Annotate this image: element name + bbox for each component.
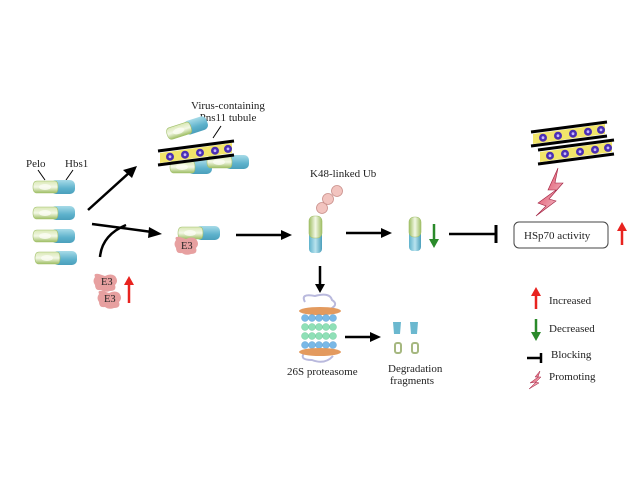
arrowhead xyxy=(123,166,137,178)
legend-increased-icon-head xyxy=(531,287,541,296)
tubule-pointer xyxy=(212,125,222,139)
promoting-lightning-icon xyxy=(535,167,564,217)
pelo-hbs1-complex xyxy=(177,225,221,241)
pelo-hbs1-complex xyxy=(32,228,76,244)
legend: Increased Decreased Blocking Promoting xyxy=(527,287,596,390)
legend-blocking-label: Blocking xyxy=(551,349,592,361)
legend-decreased-icon-head xyxy=(531,332,541,341)
pelo-hbs1-complex xyxy=(32,179,76,195)
arrowhead xyxy=(370,332,381,342)
ubiquitin xyxy=(316,202,328,214)
increased-arrow-head xyxy=(124,276,134,285)
pelo-hbs1-complex xyxy=(164,114,210,142)
legend-promoting-label: Promoting xyxy=(549,371,596,383)
pelo xyxy=(408,216,422,238)
k48-ub-label: K48-linked Ub xyxy=(310,168,377,180)
e3-label: E3 xyxy=(104,294,116,305)
hbs1-label: Hbs1 xyxy=(65,158,88,170)
proteasome-26s xyxy=(299,293,341,363)
tubule-label-line2: Pns11 tubule xyxy=(200,112,257,124)
increased-arrow-head xyxy=(617,222,627,231)
fragments-label-line2: fragments xyxy=(390,375,434,387)
legend-decreased-label: Decreased xyxy=(549,323,595,335)
arrowhead xyxy=(381,228,392,238)
e3-label: E3 xyxy=(181,241,193,252)
hsp70-label: HSp70 activity xyxy=(524,230,591,242)
e3-joining-curve xyxy=(98,223,127,258)
pelo-label: Pelo xyxy=(26,158,46,170)
legend-promoting-icon xyxy=(528,370,542,390)
ubiquitin xyxy=(322,193,334,205)
arrowhead xyxy=(148,227,162,238)
arrowhead xyxy=(315,284,325,293)
pelo-hbs1-complex xyxy=(34,250,78,266)
ubiquitin xyxy=(331,185,343,197)
degradation-fragments xyxy=(393,322,419,354)
decreased-arrow-head xyxy=(429,239,439,248)
legend-increased-label: Increased xyxy=(549,295,592,307)
tubule-label-line1: Virus-containing xyxy=(191,100,265,112)
hbs1-pointer xyxy=(65,169,74,181)
pelo xyxy=(308,215,323,239)
fragments-label-line1: Degradation xyxy=(388,363,443,375)
pelo-hbs1-complex xyxy=(32,205,76,221)
pelo-pointer xyxy=(37,169,46,181)
hsp70-box xyxy=(513,221,609,249)
e3-label: E3 xyxy=(101,277,113,288)
arrowhead xyxy=(281,230,292,240)
arrow-to-tubule xyxy=(87,171,131,211)
proteasome-label: 26S proteasome xyxy=(287,366,358,378)
